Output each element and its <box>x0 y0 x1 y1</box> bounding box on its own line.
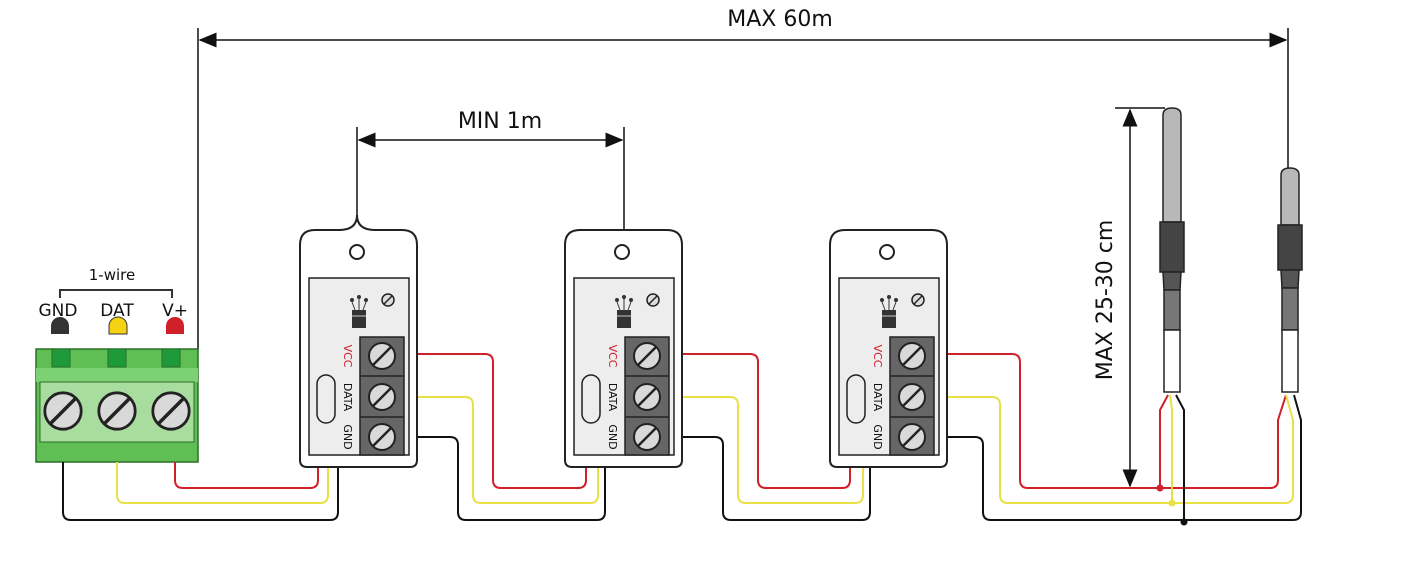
probe-length-dimension: MAX 25-30 cm <box>1093 107 1165 489</box>
pin-label-gnd: GND <box>39 301 78 321</box>
sensor-chip-icon <box>350 295 368 328</box>
probe-length-label: MAX 25-30 cm <box>1093 220 1118 381</box>
screw-icon <box>97 391 137 431</box>
max-length-label: MAX 60m <box>727 7 833 32</box>
temperature-probe-2 <box>1277 167 1303 393</box>
terminal-label-gnd: GND <box>871 424 884 449</box>
pin-label-vplus: V+ <box>162 301 188 321</box>
terminal-label-vcc: VCC <box>606 345 619 368</box>
sensor-module-1: VCC DATA GND <box>299 214 418 468</box>
max-length-dimension: MAX 60m <box>197 7 1289 350</box>
screw-icon <box>632 341 662 371</box>
temperature-probe-1 <box>1159 107 1185 393</box>
screw-icon <box>367 382 397 412</box>
screw-icon <box>897 422 927 452</box>
terminal-label-data: DATA <box>606 383 619 412</box>
bus-label: 1-wire <box>89 266 135 284</box>
screw-icon <box>897 382 927 412</box>
min-spacing-dimension: MIN 1m <box>356 109 625 237</box>
screw-icon <box>43 391 83 431</box>
terminal-connector: 1-wire GND DAT V+ <box>35 266 199 463</box>
pin-label-dat: DAT <box>100 301 134 321</box>
screw-icon <box>632 382 662 412</box>
sensor-module-2: VCC DATA GND <box>564 229 683 468</box>
sensor-chip-icon <box>880 295 898 328</box>
wires-m3-to-probes <box>933 353 1302 526</box>
sensor-chip-icon <box>615 295 633 328</box>
screw-icon <box>632 422 662 452</box>
terminal-label-gnd: GND <box>341 424 354 449</box>
terminal-label-gnd: GND <box>606 424 619 449</box>
vplus-led-icon <box>166 317 184 334</box>
mount-hole-icon <box>879 244 895 260</box>
gnd-led-icon <box>51 317 69 334</box>
mount-hole-icon <box>614 244 630 260</box>
sensor-module-3: VCC DATA GND <box>829 229 948 468</box>
screw-icon <box>151 391 191 431</box>
terminal-label-vcc: VCC <box>341 345 354 368</box>
terminal-label-vcc: VCC <box>871 345 884 368</box>
dat-led-icon <box>108 316 128 335</box>
min-spacing-label: MIN 1m <box>458 109 542 134</box>
terminal-label-data: DATA <box>871 383 884 412</box>
screw-icon <box>367 341 397 371</box>
terminal-label-data: DATA <box>341 383 354 412</box>
screw-icon <box>367 422 397 452</box>
screw-icon <box>897 341 927 371</box>
mount-hole-icon <box>349 244 365 260</box>
